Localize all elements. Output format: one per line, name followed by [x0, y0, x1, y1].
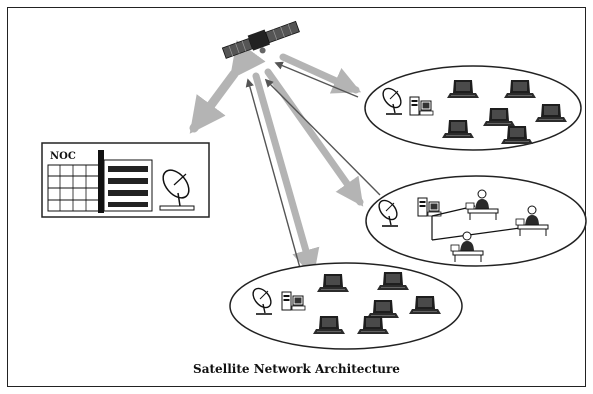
satellite-icon [221, 20, 300, 59]
noc-station: NOC [41, 142, 210, 218]
noc-label: NOC [50, 151, 76, 162]
remote-site-bottom [229, 262, 463, 350]
remote-site-middle [365, 175, 587, 267]
satellite-dish-icon [159, 169, 195, 211]
remote-site-top [364, 65, 582, 151]
building-icon [47, 150, 153, 213]
link-arrows [189, 40, 364, 278]
return-arrows [245, 61, 381, 269]
figure-caption: Satellite Network Architecture [193, 362, 400, 376]
